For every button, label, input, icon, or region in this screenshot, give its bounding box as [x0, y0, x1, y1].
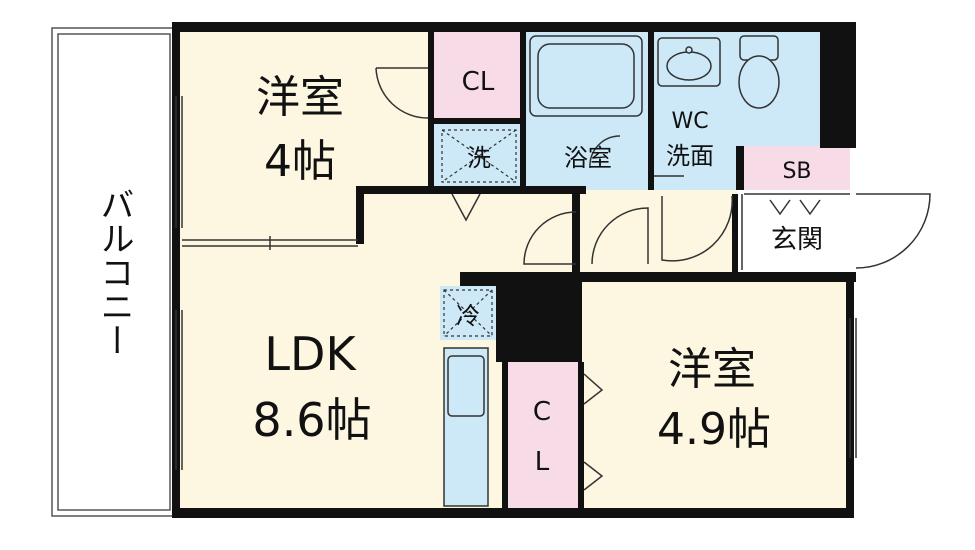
western-room-top-name: 洋室	[256, 72, 344, 123]
balcony	[51, 27, 177, 517]
walls	[172, 22, 856, 518]
closet-top-floor	[432, 28, 524, 120]
doors	[375, 67, 931, 491]
toilet-icon	[738, 55, 780, 109]
washroom-label: 洗面	[666, 142, 714, 170]
washer-label: 洗	[467, 144, 491, 172]
closet-bottom-label-l: L	[535, 447, 550, 477]
balcony-label: バルコニー	[94, 187, 134, 357]
hallway-floor	[576, 190, 738, 276]
ldk-size: 8.6帖	[252, 393, 371, 447]
fixtures	[443, 35, 780, 507]
bath-label: 浴室	[564, 144, 612, 172]
closet-top-label: CL	[462, 67, 495, 97]
closet-bottom-label-c: C	[533, 397, 551, 427]
sink-icon	[447, 355, 485, 417]
shoe-box-label: SB	[782, 159, 811, 184]
western-room-right-floor	[580, 282, 850, 516]
windows	[175, 96, 857, 470]
entrance-details	[741, 193, 850, 270]
western-room-right-name: 洋室	[668, 344, 756, 395]
wc-label: WC	[671, 109, 708, 134]
ldk-name: LDK	[264, 327, 357, 381]
western-room-right-size: 4.9帖	[657, 404, 771, 455]
closet-bottom-floor	[508, 362, 578, 516]
entrance-floor	[740, 190, 850, 272]
fridge-label: 冷	[456, 302, 480, 330]
entrance-label: 玄関	[771, 225, 823, 255]
shoe-box-floor	[744, 146, 850, 190]
washer-fridge-boxes	[441, 129, 517, 337]
western-room-top-size: 4帖	[264, 136, 336, 187]
